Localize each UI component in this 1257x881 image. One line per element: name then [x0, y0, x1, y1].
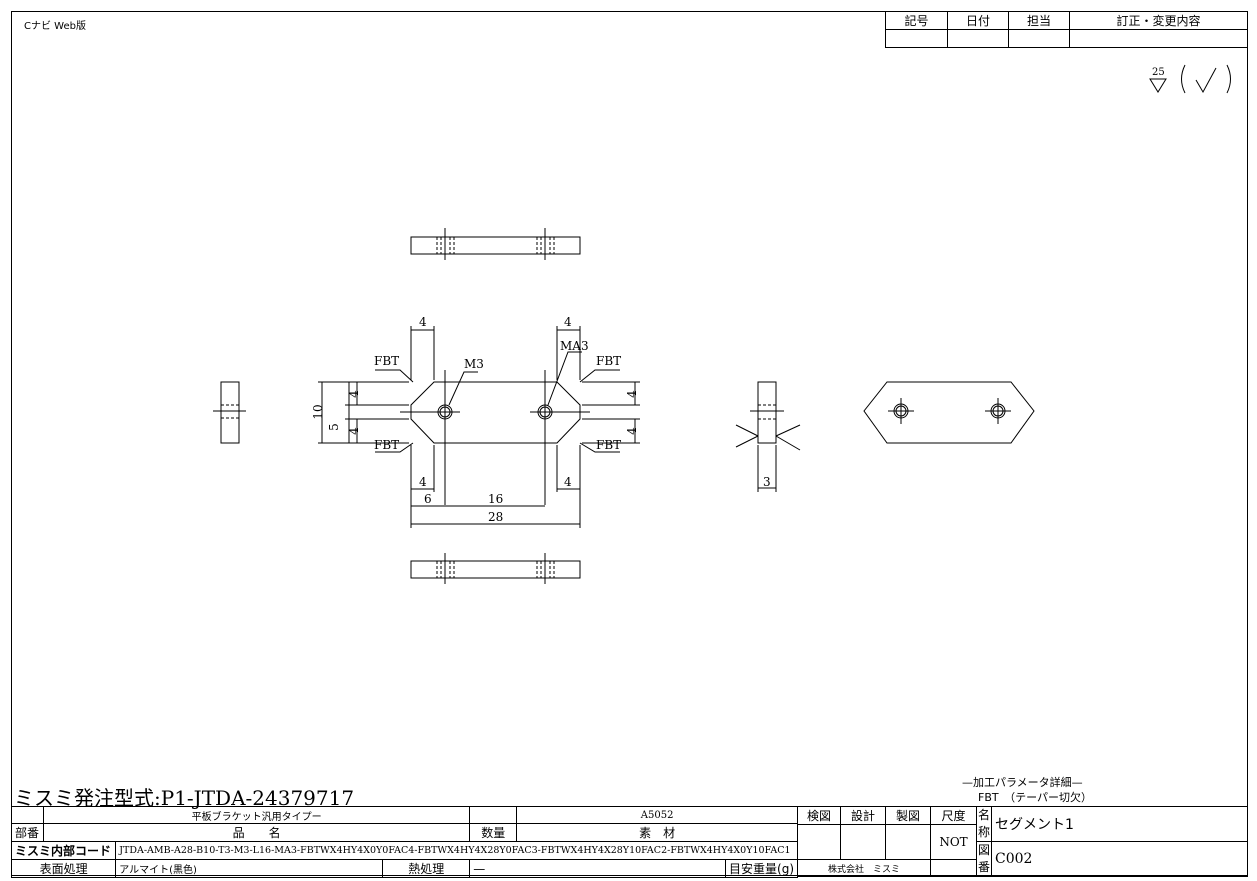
dim-4-left-lower: 4	[347, 427, 361, 435]
drawing-number: C002	[991, 841, 1248, 877]
label-draft: 製図	[885, 806, 931, 825]
company-name: 株式会社 ミスミ	[797, 859, 931, 877]
front-view-dimensions: 4 4 FBT FBT FBT FBT M3 MA3 10 5 4 4 4 4 …	[311, 315, 639, 524]
param-note-title: —加工パラメータ詳細—	[962, 776, 1083, 789]
dim-4-left-upper: 4	[347, 390, 361, 398]
internal-code: JTDA-AMB-A28-B10-T3-M3-L16-MA3-FBTWX4HY4…	[115, 841, 798, 860]
part-name: セグメント1	[991, 806, 1248, 842]
dim-28: 28	[488, 510, 503, 524]
dim-4-top-left: 4	[419, 315, 427, 329]
dim-4-top-right: 4	[564, 315, 572, 329]
dim-5: 5	[327, 423, 341, 431]
dim-6: 6	[424, 492, 432, 506]
title-block-approval: 検図 設計 製図 尺度 NOT 株式会社 ミスミ	[797, 806, 977, 877]
label-name-vertical: 名称	[975, 806, 993, 842]
bottom-view	[410, 553, 581, 584]
label-weight: 目安重量(g)	[725, 859, 798, 878]
title-block-name: 名称 セグメント1 図番 C002	[975, 806, 1248, 877]
label-scale: 尺度	[930, 806, 977, 825]
param-note-line: FBT （テーパー切欠）	[978, 791, 1092, 804]
dim-4-bottom-left: 4	[419, 475, 427, 489]
rev-header-date: 日付	[947, 11, 1009, 30]
fbt-label-bl: FBT	[374, 438, 399, 452]
thread-ma3-label: MA3	[560, 339, 589, 353]
right-side-view	[735, 381, 801, 492]
label-product-name: 品 名	[42, 823, 471, 842]
label-design: 設計	[840, 806, 886, 825]
front-view	[318, 326, 640, 528]
top-view	[410, 228, 581, 260]
material-value: A5052	[516, 806, 798, 824]
label-surface: 表面処理	[10, 859, 117, 878]
label-drawing-vertical: 図番	[975, 841, 993, 877]
left-side-view	[213, 381, 246, 444]
product-type: 平板ブラケット汎用タイプー	[42, 806, 471, 824]
dim-3: 3	[763, 475, 771, 489]
dim-4-bottom-right: 4	[564, 475, 572, 489]
label-check: 検図	[797, 806, 841, 825]
title-block-main: 平板ブラケット汎用タイプー A5052 部番 品 名 数量 素 材 ミスミ内部コ…	[10, 806, 798, 878]
heat-value: —	[469, 859, 727, 878]
fbt-label-tl: FBT	[374, 354, 399, 368]
dim-4-right-upper: 4	[625, 390, 639, 398]
label-quantity: 数量	[469, 823, 518, 842]
scale-value: NOT	[930, 824, 977, 860]
thread-m3-label: M3	[464, 357, 484, 371]
label-part-no: 部番	[11, 823, 44, 842]
fbt-label-tr: FBT	[596, 354, 621, 368]
dim-4-right-lower: 4	[625, 427, 639, 435]
label-material: 素 材	[516, 823, 798, 842]
surface-value: アルマイト(黒色)	[115, 859, 384, 878]
surface-roughness-icon: 25	[1149, 64, 1231, 94]
revision-table: 記号 日付 担当 訂正・変更内容	[885, 11, 1248, 48]
app-label: Cナビ Web版	[24, 21, 86, 32]
fbt-label-br: FBT	[596, 438, 621, 452]
flat-view	[863, 381, 1035, 444]
dim-16: 16	[488, 492, 503, 506]
label-heat: 熱処理	[382, 859, 471, 878]
roughness-value: 25	[1152, 67, 1165, 78]
dim-10: 10	[311, 404, 325, 419]
label-internal-code: ミスミ内部コード	[10, 841, 117, 860]
